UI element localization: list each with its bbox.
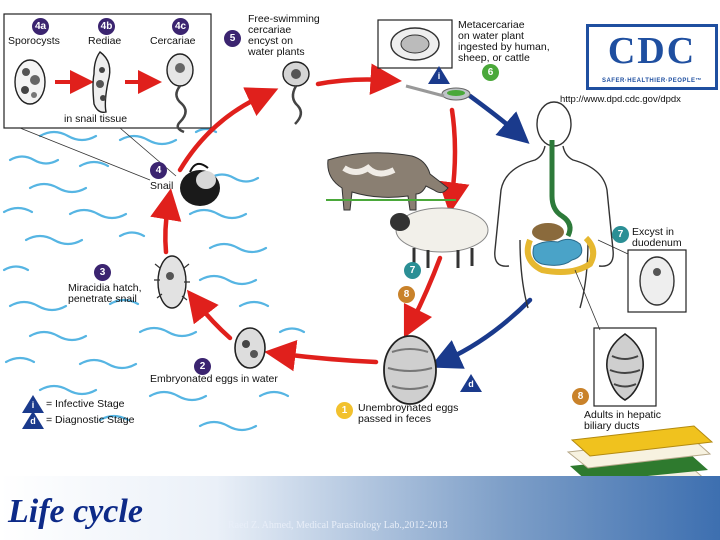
cow-drawing [326,152,456,211]
legend-infective-marker: i [22,395,44,413]
stage-label-7-line1: Excyst in [632,226,675,238]
stage-label-6-line2: on water plant [458,30,524,42]
stage-badge-7-human: 7 [612,226,629,243]
excyst-box [627,249,687,313]
source-url[interactable]: http://www.dpd.cdc.gov/dpdx [560,94,681,105]
cdc-logo: CDC SAFER·HEALTHIER·PEOPLE™ [586,24,718,90]
stage-label-6-line1: Metacercariae [458,19,525,31]
pointer-line [19,127,151,181]
diagnostic-stage-marker: d [460,374,482,392]
digestive-tract-drawing [524,140,597,275]
unembryonated-egg-drawing [383,335,437,405]
stage-label-5-line3: encyst on [248,35,293,47]
stage-badge-8-human: 8 [572,388,589,405]
stage-label-4: Snail [150,180,174,192]
cdc-logo-text: CDC [607,30,697,72]
stage-badge-4a: 4a [32,18,49,35]
water-waves [2,127,306,432]
stage-label-4a: Sporocysts [8,35,60,47]
slide-credit: Raed Z. Ahmed, Medical Parasitology Lab.… [228,520,448,531]
diagnostic-stage-marker-letter: d [468,379,474,389]
stage-label-1-line1: Unembroynated eggs [358,402,459,414]
stage-badge-2: 2 [194,358,211,375]
human-arrows [429,93,533,369]
cercaria-drawing [166,53,194,134]
stage-badge-4c: 4c [172,18,189,35]
infective-stage-marker-letter: i [437,71,441,81]
stage-label-4b: Rediae [88,35,122,47]
stage-badge-8-animal: 8 [398,286,415,303]
stage-label-1-line2: passed in feces [358,413,431,425]
cdc-logo-tagline: SAFER·HEALTHIER·PEOPLE™ [601,78,703,84]
legend-infective-label: = Infective Stage [46,398,125,410]
stage-label-4c: Cercariae [150,35,196,47]
stage-badge-4b: 4b [98,18,115,35]
stage-label-8-line2: biliary ducts [584,420,640,432]
legend-infective-letter: i [31,400,35,410]
redia-drawing [92,51,111,114]
embryonated-egg-drawing [234,327,266,369]
sporocyst-drawing [14,59,46,105]
stage-label-5-line2: cercariae [248,24,292,36]
stage-label-7-line2: duodenum [632,237,682,249]
pointer-line [597,239,629,255]
stage-badge-5: 5 [224,30,241,47]
miracidium-drawing [154,255,190,309]
stage-badge-4: 4 [150,162,167,179]
pointer-line [574,269,601,331]
stage-label-8-line1: Adults in hepatic [584,409,662,421]
stage-label-3-line1: Miracidia hatch, [68,282,142,294]
stage-badge-6: 6 [482,64,499,81]
snail-box-caption: in snail tissue [64,113,128,125]
slide-title: Life cycle [8,493,143,530]
footer-band [0,476,720,540]
spoon-drawing [405,84,471,101]
pointer-line [119,127,177,177]
legend-diagnostic-label: = Diagnostic Stage [46,414,135,426]
stage-label-5-line4: water plants [248,46,305,58]
stage-label-6-line3: ingested by human, [458,41,550,53]
sheep-drawing [390,207,489,268]
legend-diagnostic-marker: d [22,411,44,429]
stage-badge-7-animal: 7 [404,262,421,279]
stage-label-5-line1: Free-swimming [248,13,320,25]
stage-badge-3: 3 [94,264,111,281]
stage-badge-1: 1 [336,402,353,419]
free-cercaria-drawing [282,61,310,125]
legend-diagnostic-letter: d [30,416,36,426]
metacercaria-box [377,19,453,69]
stage-label-3-line2: penetrate snail [68,293,137,305]
human-body-drawing [494,101,614,309]
snail-drawing [180,162,220,206]
cycle-arrows [150,63,470,372]
stage-label-2: Embryonated eggs in water [150,373,278,385]
adult-fluke-box [593,327,657,407]
stage-label-6-line4: sheep, or cattle [458,52,530,64]
infective-stage-marker: i [428,66,450,84]
